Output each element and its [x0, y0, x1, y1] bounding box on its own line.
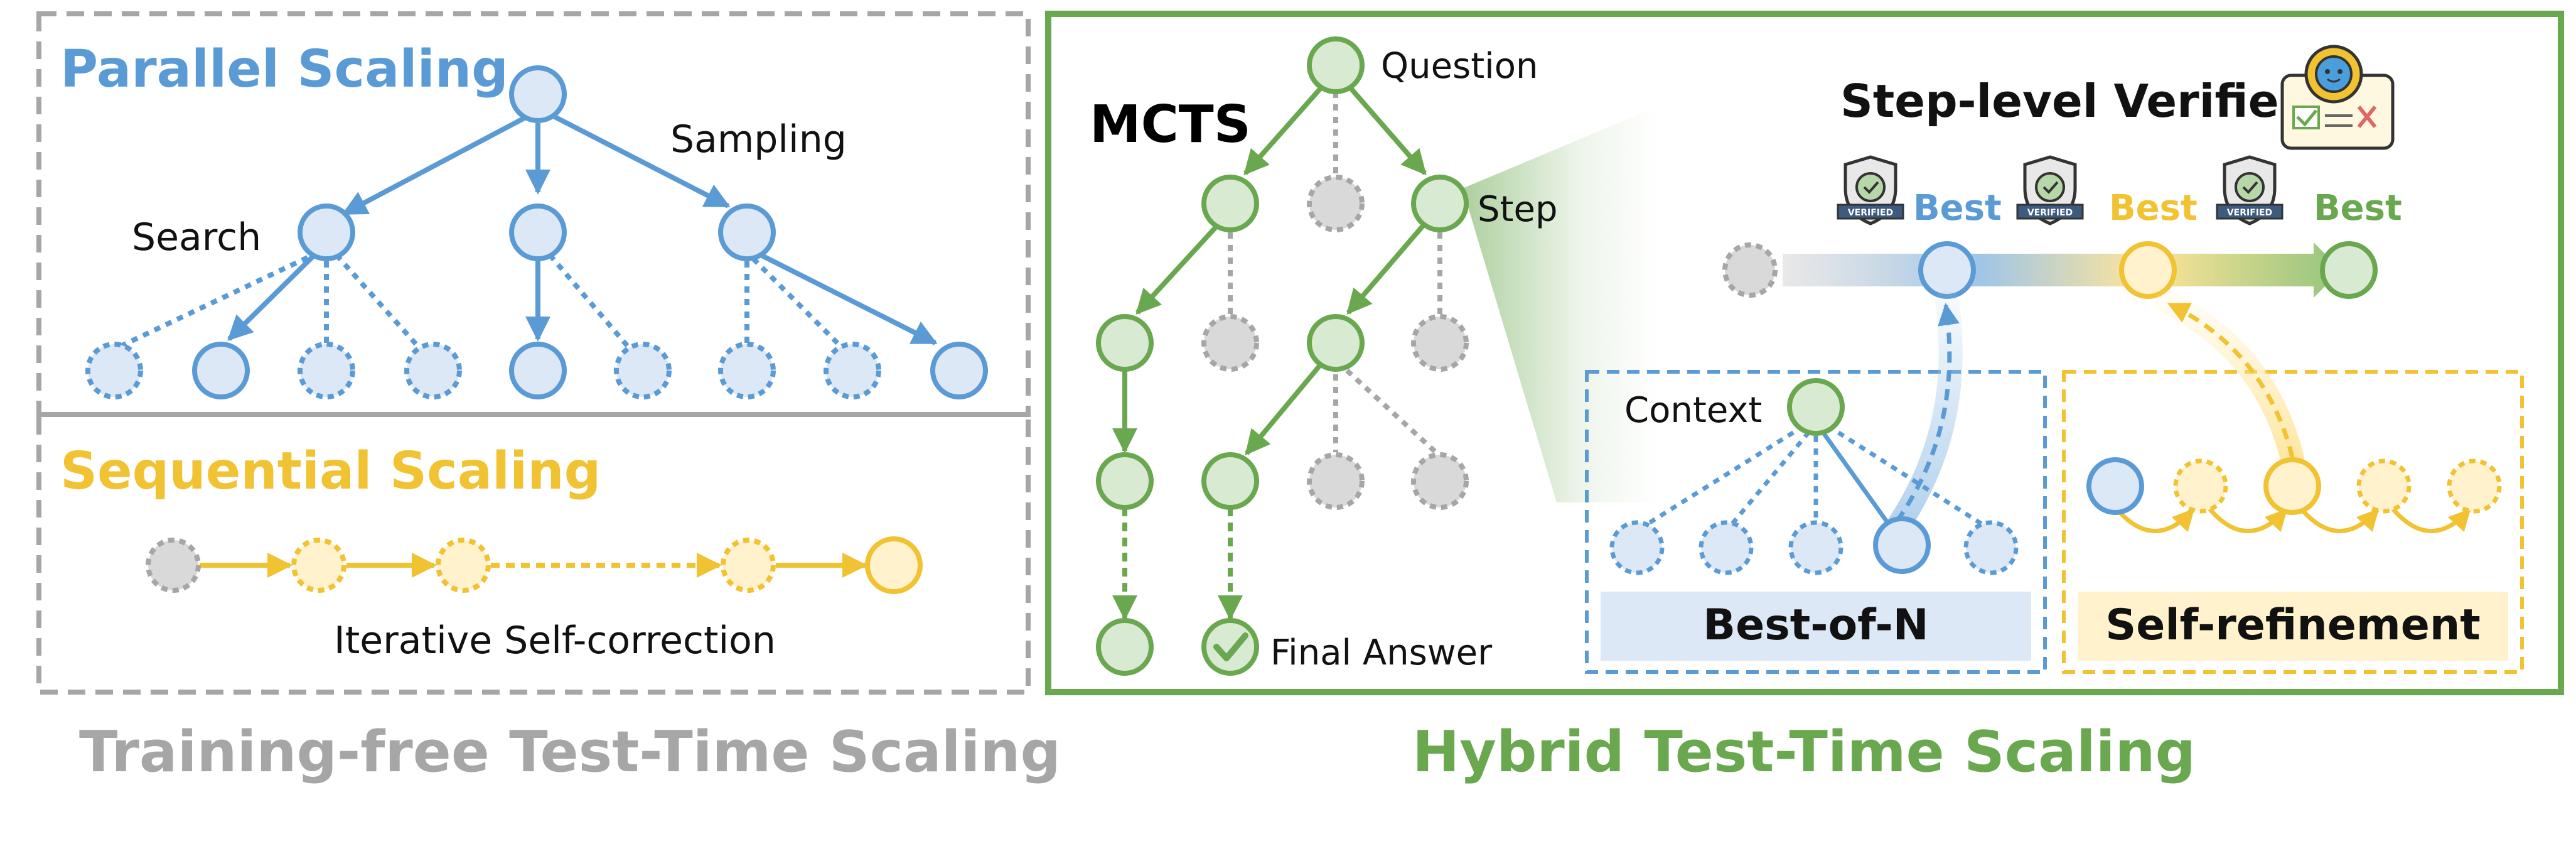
leaf-node: [85, 342, 143, 399]
candidate-node: [1699, 520, 1754, 575]
hybrid-panel-box: [1045, 11, 2564, 695]
selection-arrow: [1895, 303, 1960, 523]
final-node: [865, 536, 923, 594]
best-label-2: Best: [2109, 188, 2198, 229]
refine-node: [291, 538, 346, 593]
parallel-scaling-title: Parallel Scaling: [60, 40, 508, 99]
mcts-edges: [1112, 84, 1442, 621]
progression-arrow: [1783, 242, 2341, 298]
mcts-node-gray: [1411, 452, 1469, 510]
refine-node: [721, 538, 776, 593]
mcts-node-gray: [1201, 314, 1259, 372]
best-node-gold: [2119, 241, 2177, 299]
final-answer-node: [1201, 618, 1259, 676]
leaf-node: [718, 342, 776, 399]
refinement-nodes: [2086, 457, 2502, 515]
best-of-n-box: [1585, 370, 2047, 674]
verified-badge-text: VERIFIED: [1848, 208, 1893, 218]
candidate-nodes: [1609, 516, 2019, 575]
candidate-node: [1788, 520, 1843, 575]
verifier-robot-icon: [2280, 45, 2395, 150]
best-node-blue: [1918, 241, 1976, 299]
zoom-wedge: [1462, 107, 1657, 502]
verifier-title: Step-level Verifier: [1840, 75, 2302, 127]
left-panel-caption: Training-free Test-Time Scaling: [79, 719, 1061, 785]
best-of-n-title: Best-of-N: [1703, 600, 1928, 650]
context-node: [1787, 378, 1845, 436]
mcts-node-gray: [1307, 175, 1365, 232]
best-node-green: [2320, 241, 2378, 299]
search-node: [298, 203, 355, 261]
search-label: Search: [132, 215, 261, 259]
refinement-glow: [2155, 290, 2304, 470]
verified-badge-text: VERIFIED: [2027, 208, 2073, 218]
refined-best-node: [2263, 457, 2321, 515]
self-refinement-label-bg: [2078, 592, 2508, 661]
leaf-node: [930, 342, 988, 399]
mcts-node: [1096, 452, 1154, 510]
mcts-node: [1201, 452, 1259, 510]
parallel-tree-edges: [113, 107, 938, 352]
leaf-node: [509, 342, 567, 399]
refinement-arrow: [2167, 301, 2295, 458]
final-answer-label: Final Answer: [1270, 632, 1493, 673]
candidate-node: [1963, 520, 2019, 575]
refine-node: [436, 538, 491, 593]
selected-candidate-node: [1873, 516, 1931, 574]
best-of-n-edges: [1645, 424, 1985, 527]
best-label-1: Best: [1913, 188, 2002, 229]
mcts-node: [1096, 314, 1154, 372]
mcts-title: MCTS: [1090, 95, 1251, 154]
sequential-scaling-title: Sequential Scaling: [60, 442, 601, 501]
start-node: [1722, 242, 1778, 298]
leaf-node: [824, 342, 881, 399]
refinement-loops: [2115, 507, 2471, 533]
right-panel-caption: Hybrid Test-Time Scaling: [1412, 719, 2196, 785]
question-label: Question: [1381, 46, 1538, 87]
tree-node: [718, 203, 776, 261]
context-label: Context: [1624, 390, 1762, 431]
candidate-node: [1609, 520, 1665, 575]
leaf-node: [614, 342, 672, 399]
parallel-scaling-box: [36, 11, 1031, 417]
step-node: [1411, 175, 1469, 232]
verified-badge-icon: VERIFIED: [2216, 155, 2284, 225]
mcts-nodes: [1096, 36, 1469, 676]
self-refinement-box: [2062, 370, 2524, 674]
initial-node: [146, 538, 201, 593]
verified-badge-text: VERIFIED: [2227, 208, 2272, 218]
mcts-node-gray: [1411, 314, 1469, 372]
refine-node: [2173, 458, 2228, 514]
leaf-node: [192, 342, 250, 399]
question-node: [1307, 36, 1365, 94]
check-icon: [1213, 632, 1248, 661]
tree-node: [509, 203, 567, 261]
sequential-chain: [146, 536, 923, 594]
verified-badge-icon: VERIFIED: [2016, 155, 2084, 225]
best-of-n-label-bg: [1601, 592, 2031, 661]
refine-node: [2447, 458, 2502, 514]
best-label-3: Best: [2314, 188, 2402, 229]
mcts-leaf-node: [1096, 618, 1154, 676]
initial-answer-node: [2086, 457, 2144, 515]
leaf-node: [404, 342, 462, 399]
sampling-label: Sampling: [670, 117, 847, 161]
mcts-node: [1307, 314, 1365, 372]
root-node: [509, 65, 567, 123]
parallel-tree-nodes: [85, 65, 988, 399]
step-label: Step: [1478, 189, 1558, 230]
verified-badge-icon: VERIFIED: [1837, 155, 1904, 225]
leaf-node: [298, 342, 355, 399]
mcts-node: [1201, 175, 1259, 232]
iterative-self-correction-label: Iterative Self-correction: [334, 619, 776, 663]
refine-node: [2356, 458, 2412, 514]
self-refinement-title: Self-refinement: [2105, 600, 2481, 650]
mcts-node-gray: [1307, 452, 1365, 510]
